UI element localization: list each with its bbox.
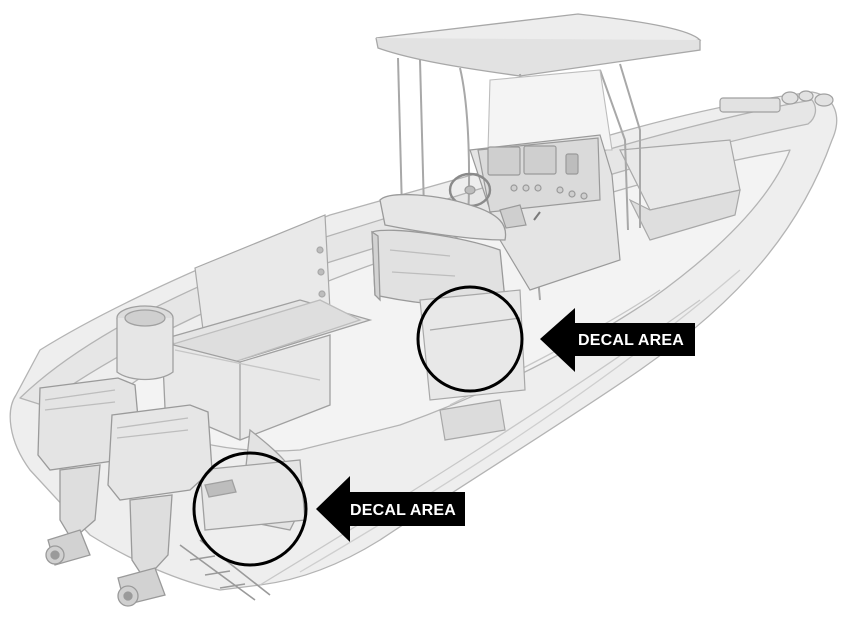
callout-label-lower: DECAL AREA	[350, 502, 456, 519]
console	[448, 134, 621, 291]
decal-area-circle-upper	[416, 285, 524, 393]
outboard-engine-starboard	[107, 404, 213, 607]
callout-arrow-lower	[316, 476, 465, 542]
aft-seating	[116, 299, 373, 531]
decal-area-circle-lower	[192, 451, 308, 567]
callout-arrow-upper	[540, 308, 695, 372]
bow-fitting	[719, 90, 834, 113]
side-panel	[419, 289, 526, 441]
decal-callout-upper: DECAL AREA	[540, 308, 695, 372]
t-top	[375, 13, 702, 301]
decal-callout-lower: DECAL AREA	[316, 476, 465, 542]
callout-label-upper: DECAL AREA	[578, 332, 684, 349]
